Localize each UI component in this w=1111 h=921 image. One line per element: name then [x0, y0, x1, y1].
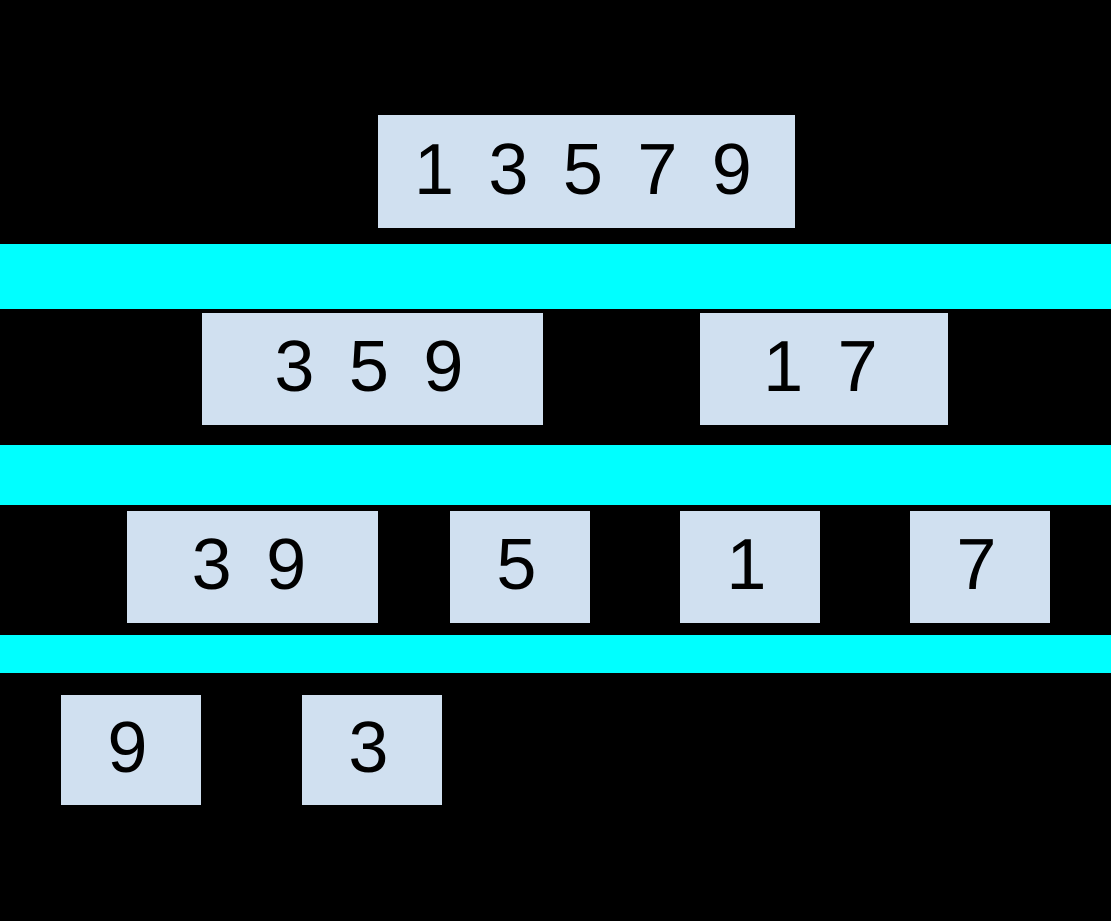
tree-node-level2-d[interactable]: 7: [910, 511, 1050, 623]
tree-node-label: 3 5 9: [274, 327, 471, 407]
tree-node-label: 9: [107, 708, 155, 788]
tree-node-label: 3: [348, 708, 396, 788]
tree-node-level1-right[interactable]: 1 7: [700, 313, 948, 425]
tree-node-level1-left[interactable]: 3 5 9: [202, 313, 543, 425]
connector-band-2: [0, 635, 1111, 673]
tree-node-label: 1: [726, 525, 774, 605]
tree-node-level2-c[interactable]: 1: [680, 511, 820, 623]
tree-node-level0-root[interactable]: 1 3 5 7 9: [378, 115, 795, 228]
tree-node-label: 3 9: [191, 525, 314, 605]
tree-node-label: 7: [956, 525, 1004, 605]
tree-node-level2-a[interactable]: 3 9: [127, 511, 378, 623]
tree-node-level3-b[interactable]: 3: [302, 695, 442, 805]
tree-node-label: 1 7: [763, 327, 885, 407]
tree-node-level3-a[interactable]: 9: [61, 695, 201, 805]
tree-node-label: 5: [496, 525, 544, 605]
tree-node-level2-b[interactable]: 5: [450, 511, 590, 623]
tree-node-label: 1 3 5 7 9: [413, 129, 760, 210]
connector-band-1: [0, 445, 1111, 505]
connector-band-0: [0, 244, 1111, 309]
